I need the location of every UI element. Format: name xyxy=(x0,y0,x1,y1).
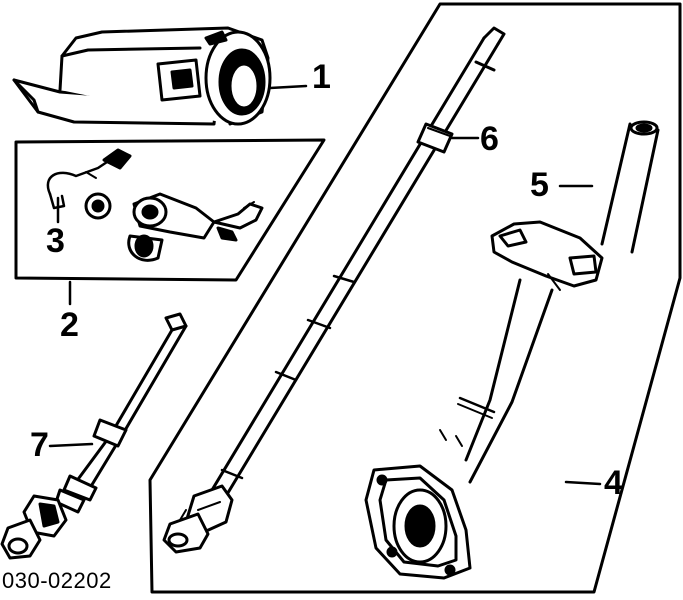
callout-1: 1 xyxy=(312,58,331,96)
callout-2: 2 xyxy=(60,306,79,344)
callout-3: 3 xyxy=(46,222,65,260)
callout-6: 6 xyxy=(480,120,499,158)
catalog-code: 030-02202 xyxy=(2,568,112,593)
column-tube-drawing xyxy=(558,120,660,254)
callout-7: 7 xyxy=(30,426,49,464)
main-shaft-drawing xyxy=(162,26,506,554)
callout-4: 4 xyxy=(604,464,623,502)
lock-cylinder-box xyxy=(14,138,326,306)
intermediate-shaft-drawing xyxy=(0,312,188,560)
callout-5: 5 xyxy=(530,166,549,204)
column-body-drawing xyxy=(364,220,604,580)
column-assembly-frame xyxy=(148,2,682,594)
column-cover-drawing xyxy=(12,26,308,126)
